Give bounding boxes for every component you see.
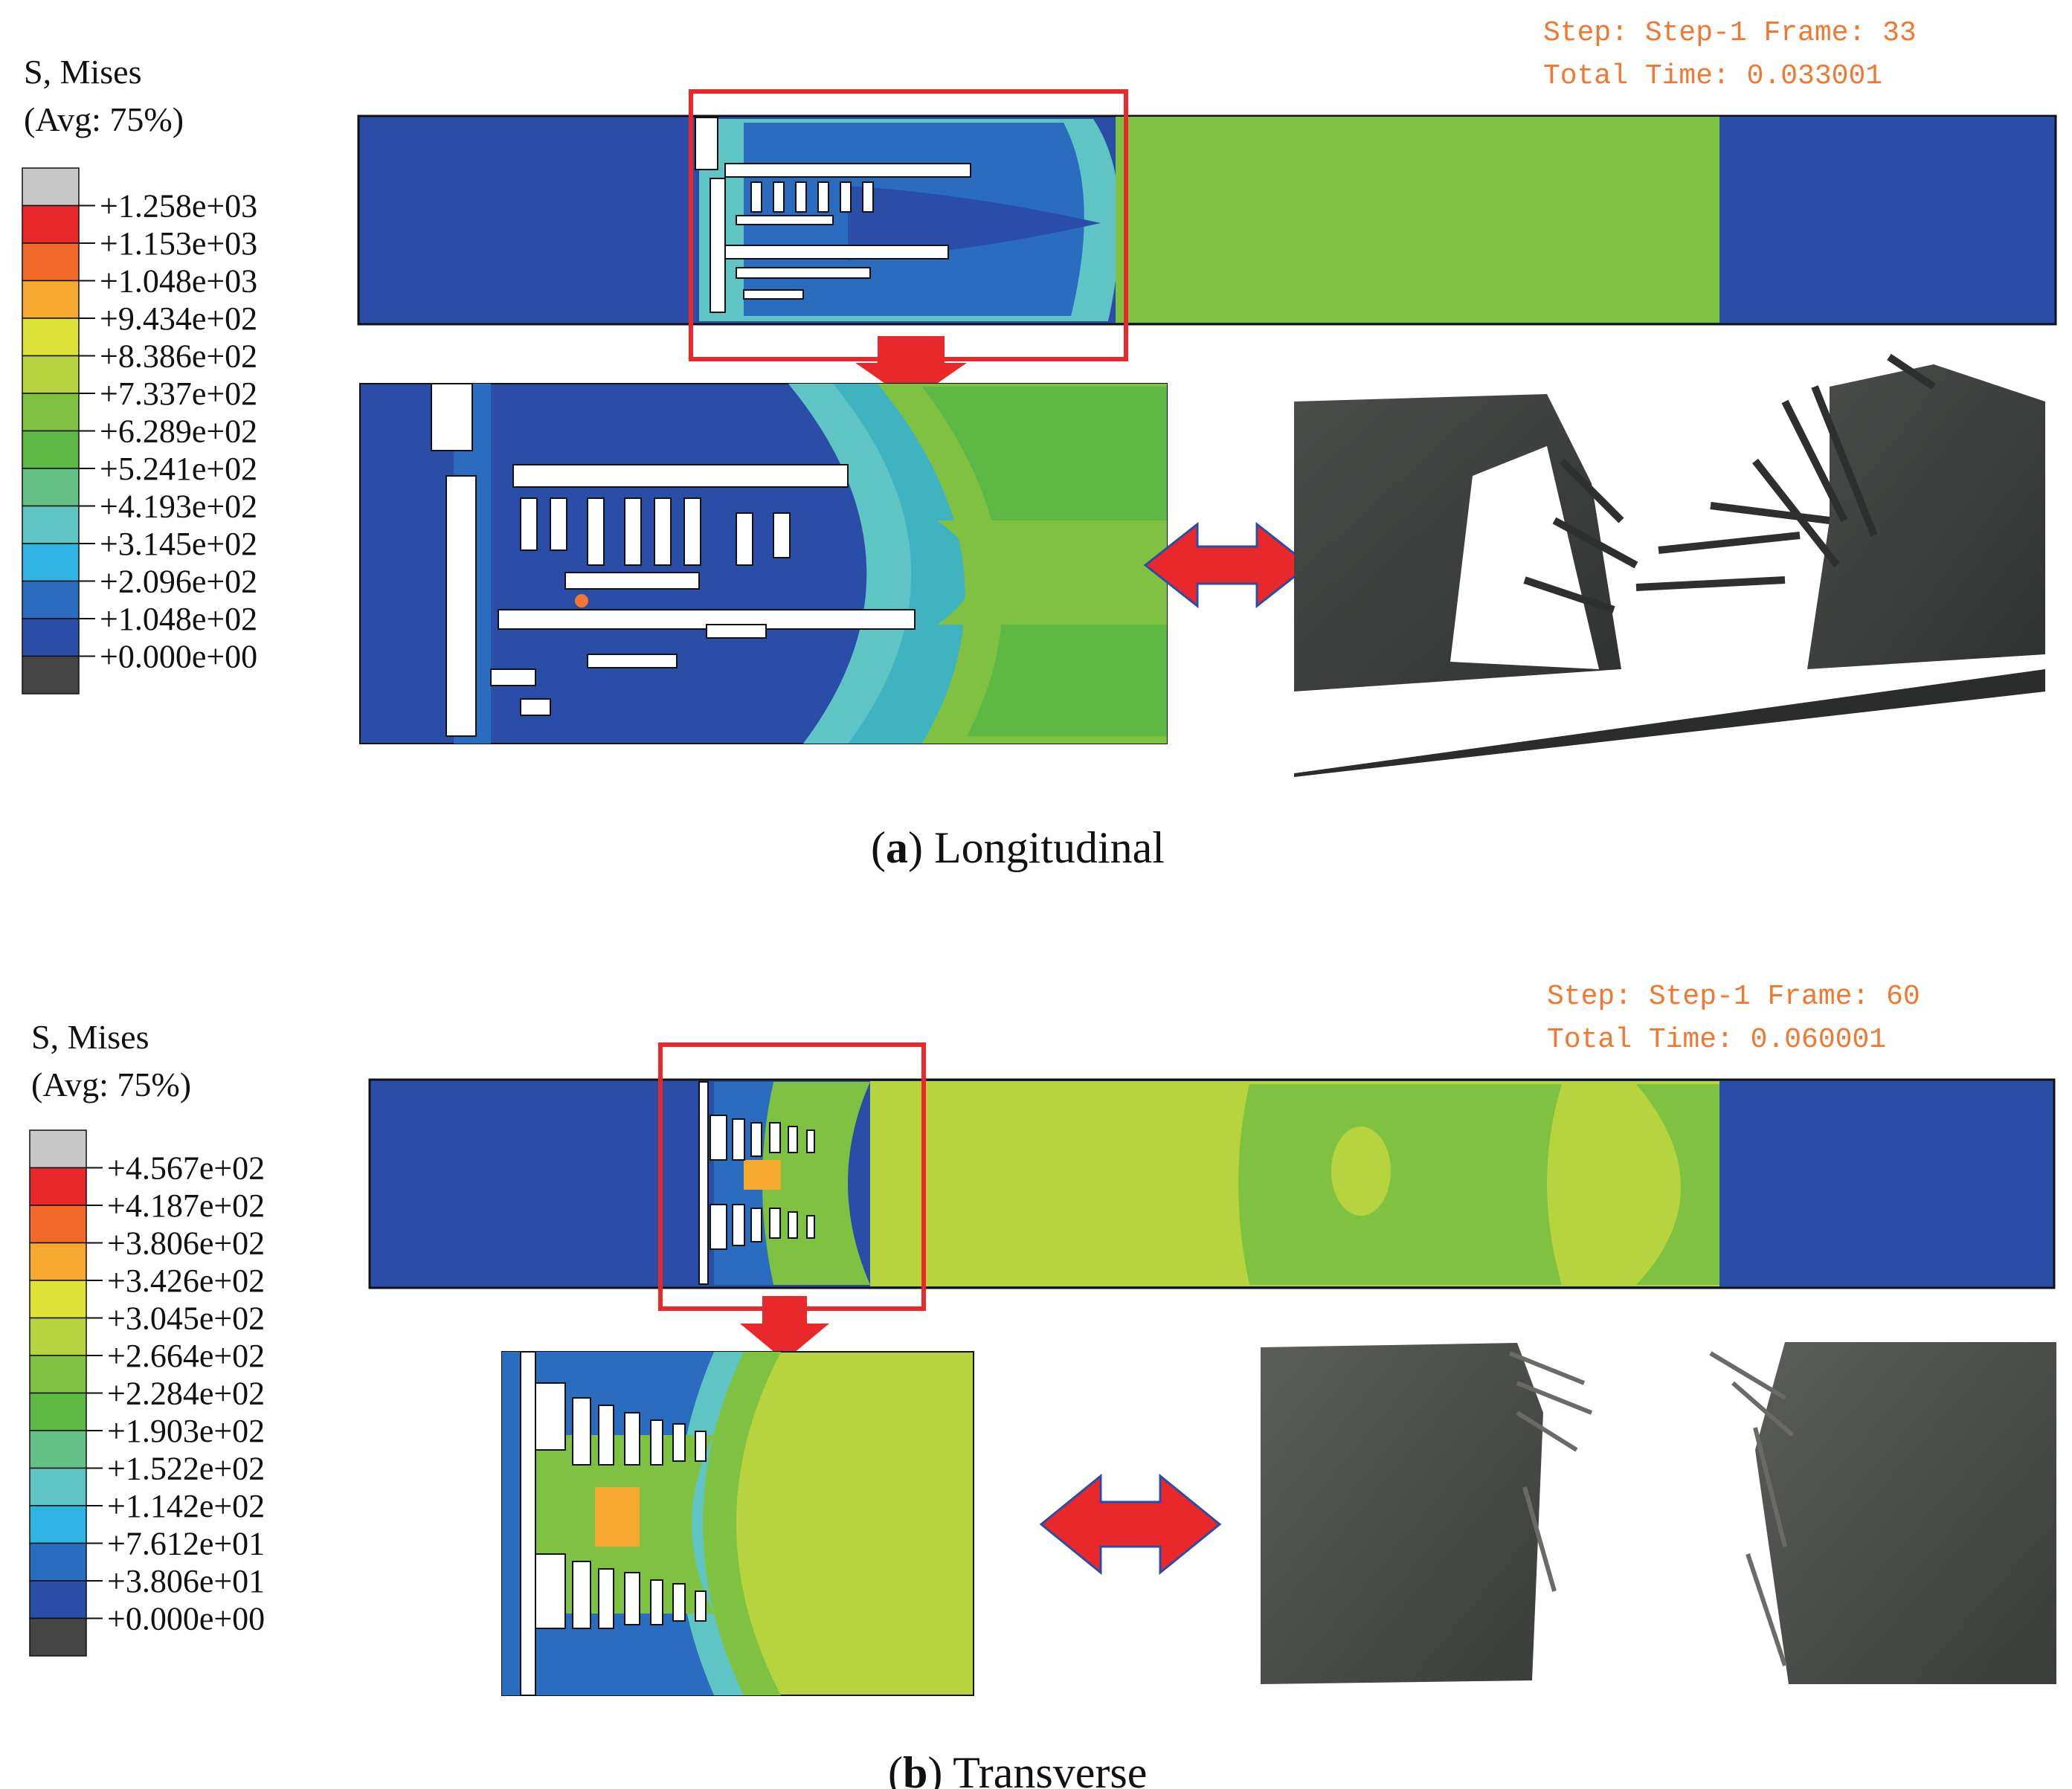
caption-a: (a) Longitudinal <box>871 823 1165 872</box>
legend-value-label: +1.142e+02 <box>107 1488 265 1524</box>
total-time-b: Total Time: 0.060001 <box>1547 1024 1886 1056</box>
damage-cluster-a-top <box>695 117 971 313</box>
compare-arrow-a-icon <box>1143 521 1311 609</box>
legend-value-label: +4.567e+02 <box>107 1150 265 1187</box>
caption-a-letter: a <box>886 823 908 872</box>
legend-swatch <box>29 1167 87 1206</box>
panel-b: S, Mises (Avg: 75%) +4.567e+02+4.187e+02… <box>29 981 2056 1789</box>
legend-swatch <box>29 1205 87 1244</box>
caption-b: (b) Transverse <box>888 1748 1147 1789</box>
damage-cluster-b-zoom <box>520 1351 707 1696</box>
step-frame-a: Step: Step-1 Frame: 33 <box>1543 17 1917 49</box>
legend-value-label: +1.522e+02 <box>107 1451 265 1487</box>
zoom-arrow-a-icon <box>855 336 967 402</box>
legend-value-label: +0.000e+00 <box>107 1601 265 1637</box>
zoomed-contour-a <box>359 383 1168 744</box>
specimen-b-full <box>368 1042 2056 1311</box>
legend-swatch <box>29 1542 87 1582</box>
legend-value-label: +2.284e+02 <box>107 1376 265 1412</box>
panel-a: S, Mises (Avg: 75%) +1.258e+03+1.153e+03… <box>22 17 2057 872</box>
legend-value-label: +4.187e+02 <box>107 1187 265 1224</box>
legend-value-label: +2.664e+02 <box>107 1338 265 1374</box>
damage-cluster-a-zoom <box>431 383 916 737</box>
legend-b: S, Mises (Avg: 75%) +4.567e+02+4.187e+02… <box>29 1018 265 1657</box>
legend-value-label: +0.000e+00 <box>100 639 257 675</box>
legend-value-label: +1.153e+03 <box>100 225 257 262</box>
legend-value-label: +1.048e+03 <box>100 263 257 300</box>
legend-value-label: +3.045e+02 <box>107 1300 265 1337</box>
legend-value-label: +4.193e+02 <box>100 489 257 525</box>
total-time-a: Total Time: 0.033001 <box>1543 60 1882 92</box>
specimen-photo-b <box>1261 1342 2056 1684</box>
legend-b-labels: +4.567e+02+4.187e+02+3.806e+02+3.426e+02… <box>86 1150 265 1637</box>
legend-swatch <box>22 543 80 582</box>
legend-value-label: +9.434e+02 <box>100 300 257 337</box>
legend-value-label: +3.806e+01 <box>107 1563 265 1599</box>
legend-b-colorbar <box>29 1129 87 1657</box>
legend-swatch <box>29 1355 87 1394</box>
legend-value-label: +3.426e+02 <box>107 1263 265 1299</box>
legend-a-colorbar <box>22 167 80 694</box>
legend-value-label: +7.612e+01 <box>107 1526 265 1562</box>
compare-arrow-b-icon <box>1039 1473 1222 1576</box>
legend-swatch <box>22 242 80 282</box>
legend-swatch <box>22 580 80 619</box>
legend-swatch <box>29 1580 87 1619</box>
legend-swatch <box>29 1505 87 1544</box>
legend-value-label: +8.386e+02 <box>100 338 257 375</box>
legend-value-label: +1.048e+02 <box>100 601 257 637</box>
legend-value-label: +7.337e+02 <box>100 375 257 412</box>
caption-b-text: Transverse <box>942 1748 1147 1789</box>
legend-a-title: S, Mises <box>24 53 141 91</box>
legend-value-label: +1.903e+02 <box>107 1413 265 1449</box>
legend-a: S, Mises (Avg: 75%) +1.258e+03+1.153e+03… <box>22 53 257 694</box>
legend-value-label: +6.289e+02 <box>100 413 257 450</box>
legend-a-subtitle: (Avg: 75%) <box>24 100 184 138</box>
step-frame-b: Step: Step-1 Frame: 60 <box>1547 981 1920 1013</box>
legend-swatch <box>22 655 80 694</box>
legend-swatch <box>29 1392 87 1431</box>
legend-value-label: +3.806e+02 <box>107 1225 265 1262</box>
legend-b-title: S, Mises <box>31 1018 149 1056</box>
legend-swatch <box>22 618 80 657</box>
legend-swatch <box>22 280 80 319</box>
legend-swatch <box>22 393 80 432</box>
legend-swatch <box>22 204 80 244</box>
legend-swatch <box>29 1129 87 1169</box>
legend-swatch <box>29 1242 87 1281</box>
legend-value-label: +5.241e+02 <box>100 451 257 487</box>
legend-swatch <box>29 1467 87 1506</box>
legend-swatch <box>29 1280 87 1319</box>
caption-b-letter: b <box>903 1748 927 1789</box>
specimen-a-full <box>357 89 2057 361</box>
legend-swatch <box>29 1317 87 1356</box>
legend-swatch <box>22 430 80 469</box>
legend-swatch <box>22 317 80 357</box>
legend-value-label: +1.258e+03 <box>100 188 257 225</box>
legend-value-label: +2.096e+02 <box>100 564 257 600</box>
legend-swatch <box>22 355 80 394</box>
specimen-photo-a <box>1294 353 2045 777</box>
legend-swatch <box>29 1617 87 1657</box>
legend-swatch <box>22 167 80 207</box>
legend-b-subtitle: (Avg: 75%) <box>31 1066 191 1103</box>
zoom-arrow-b-icon <box>740 1296 829 1361</box>
legend-swatch <box>22 468 80 507</box>
caption-a-text: Longitudinal <box>923 823 1165 872</box>
legend-value-label: +3.145e+02 <box>100 526 257 562</box>
legend-swatch <box>29 1430 87 1469</box>
damage-cluster-b-top <box>698 1081 815 1285</box>
zoomed-contour-b <box>501 1351 974 1696</box>
legend-swatch <box>22 505 80 544</box>
legend-a-labels: +1.258e+03+1.153e+03+1.048e+03+9.434e+02… <box>79 188 257 675</box>
